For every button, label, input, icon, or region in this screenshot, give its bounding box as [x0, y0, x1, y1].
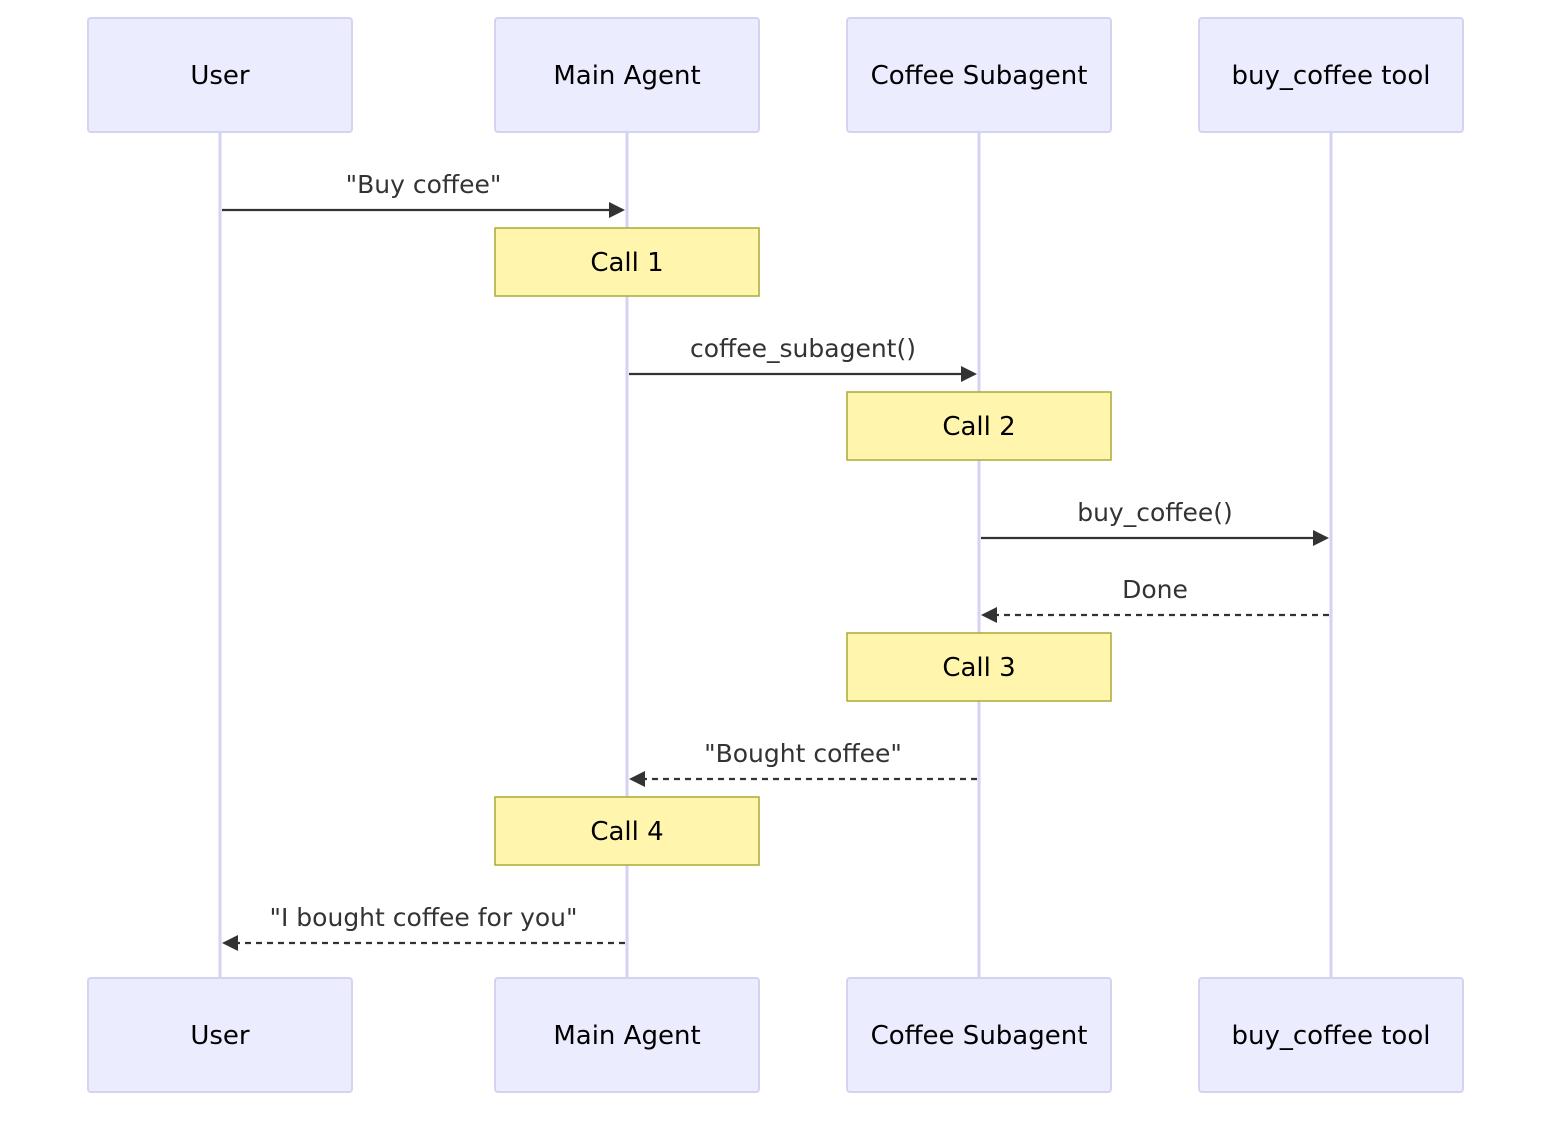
note-label: Call 1: [590, 248, 663, 278]
message-user-to-main: "Buy coffee": [222, 170, 625, 218]
participant-box: [494, 17, 760, 133]
note-call-4: Call 4: [494, 796, 760, 866]
note-label: Call 3: [942, 653, 1015, 683]
note-box: [494, 796, 760, 866]
note-label: Call 4: [590, 817, 663, 847]
message-label: Done: [1122, 575, 1188, 604]
message-label: "I bought coffee for you": [269, 903, 577, 932]
participant-sub-bottom: Coffee Subagent: [846, 977, 1112, 1093]
message-label: buy_coffee(): [1077, 498, 1233, 527]
participant-label: Coffee Subagent: [871, 61, 1088, 91]
note-box: [494, 227, 760, 297]
note-label: Call 2: [942, 412, 1015, 442]
participant-tool-top: buy_coffee tool: [1198, 17, 1464, 133]
arrowhead-icon: [961, 366, 977, 382]
note-call-3: Call 3: [846, 632, 1112, 702]
participant-box: [87, 977, 353, 1093]
participant-box: [846, 977, 1112, 1093]
participant-label: Coffee Subagent: [871, 1021, 1088, 1051]
arrowhead-icon: [222, 935, 238, 951]
participant-label: Main Agent: [553, 1021, 700, 1051]
message-label: "Buy coffee": [346, 170, 502, 199]
message-label: "Bought coffee": [704, 739, 902, 768]
arrowhead-icon: [609, 202, 625, 218]
participants-bottom: User Main Agent Coffee Subagent buy_coffee …: [87, 977, 1464, 1093]
message-tool-to-sub: Done: [981, 575, 1329, 623]
participant-sub-top: Coffee Subagent: [846, 17, 1112, 133]
note-box: [846, 632, 1112, 702]
lifelines: [218, 132, 1333, 978]
arrowhead-icon: [981, 607, 997, 623]
participant-user-top: User: [87, 17, 353, 133]
participant-label: buy_coffee tool: [1232, 1021, 1431, 1051]
participant-label: User: [190, 1021, 250, 1051]
participant-box: [494, 977, 760, 1093]
participant-label: Main Agent: [553, 61, 700, 91]
note-box: [846, 391, 1112, 461]
arrowhead-icon: [1313, 530, 1329, 546]
participant-label: User: [190, 61, 250, 91]
message-main-to-user: "I bought coffee for you": [222, 903, 625, 951]
note-call-1: Call 1: [494, 227, 760, 297]
message-sub-to-main: "Bought coffee": [629, 739, 977, 787]
participant-main-bottom: Main Agent: [494, 977, 760, 1093]
sequence-steps: "Buy coffee" Call 1 coffee_subagent() Call …: [222, 170, 1329, 951]
participant-box: [846, 17, 1112, 133]
participant-user-bottom: User: [87, 977, 353, 1093]
message-main-to-sub: coffee_subagent(): [629, 334, 977, 382]
participant-box: [1198, 17, 1464, 133]
participant-main-top: Main Agent: [494, 17, 760, 133]
message-label: coffee_subagent(): [690, 334, 916, 363]
participant-label: buy_coffee tool: [1232, 61, 1431, 91]
message-sub-to-tool: buy_coffee(): [981, 498, 1329, 546]
note-call-2: Call 2: [846, 391, 1112, 461]
participants-top: User Main Agent Coffee Subagent buy_coffee …: [87, 17, 1464, 133]
participant-box: [87, 17, 353, 133]
participant-tool-bottom: buy_coffee tool: [1198, 977, 1464, 1093]
participant-box: [1198, 977, 1464, 1093]
arrowhead-icon: [629, 771, 645, 787]
